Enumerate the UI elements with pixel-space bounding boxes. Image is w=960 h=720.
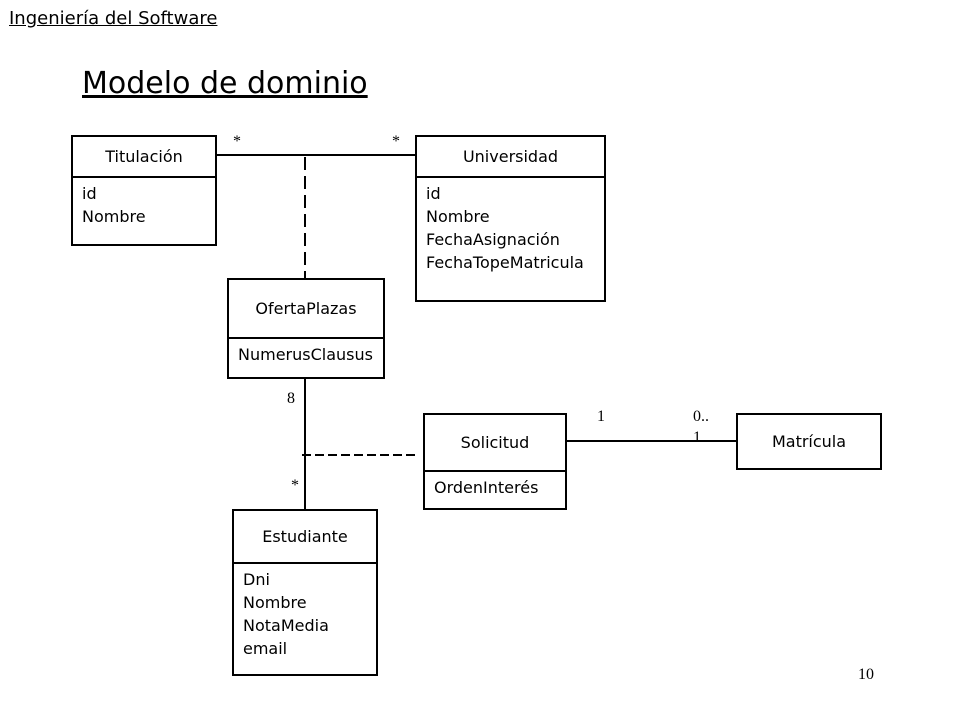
page-number: 10 bbox=[858, 666, 874, 683]
multiplicity-matricula-side-line1: 0.. bbox=[693, 408, 709, 425]
class-attribute: email bbox=[243, 639, 288, 658]
class-attribute: Nombre bbox=[243, 593, 307, 612]
multiplicity-estudiante-side: * bbox=[291, 477, 299, 494]
class-attribute: Nombre bbox=[82, 207, 146, 226]
multiplicity-solicitud-side: 1 bbox=[597, 408, 605, 425]
class-name: Titulación bbox=[73, 137, 215, 178]
class-attributes: NumerusClausus bbox=[229, 339, 383, 366]
class-name: OfertaPlazas bbox=[229, 280, 383, 339]
class-name: Estudiante bbox=[234, 511, 376, 564]
class-matricula: Matrícula bbox=[736, 413, 882, 470]
multiplicity-titulacion-side: * bbox=[233, 133, 241, 150]
class-attribute: FechaTopeMatricula bbox=[426, 253, 584, 272]
class-ofertaplazas: OfertaPlazas NumerusClausus bbox=[227, 278, 385, 379]
class-name: Universidad bbox=[417, 137, 604, 178]
class-attribute: OrdenInterés bbox=[434, 478, 539, 497]
class-attribute: Nombre bbox=[426, 207, 490, 226]
class-attribute: id bbox=[426, 184, 441, 203]
multiplicity-ofertaplazas-side: 8 bbox=[287, 390, 295, 407]
slide-title: Modelo de dominio bbox=[82, 66, 368, 101]
multiplicity-universidad-side: * bbox=[392, 133, 400, 150]
class-name: Matrícula bbox=[771, 432, 847, 451]
class-attribute: FechaAsignación bbox=[426, 230, 560, 249]
class-attribute: NumerusClausus bbox=[238, 345, 373, 364]
class-solicitud: Solicitud OrdenInterés bbox=[423, 413, 567, 510]
multiplicity-matricula-side-line2: 1 bbox=[693, 429, 701, 446]
class-attribute: NotaMedia bbox=[243, 616, 329, 635]
class-attribute: id bbox=[82, 184, 97, 203]
course-title: Ingeniería del Software bbox=[9, 8, 218, 29]
class-name: Solicitud bbox=[425, 415, 565, 472]
class-attributes: OrdenInterés bbox=[425, 472, 565, 499]
class-attribute: Dni bbox=[243, 570, 270, 589]
